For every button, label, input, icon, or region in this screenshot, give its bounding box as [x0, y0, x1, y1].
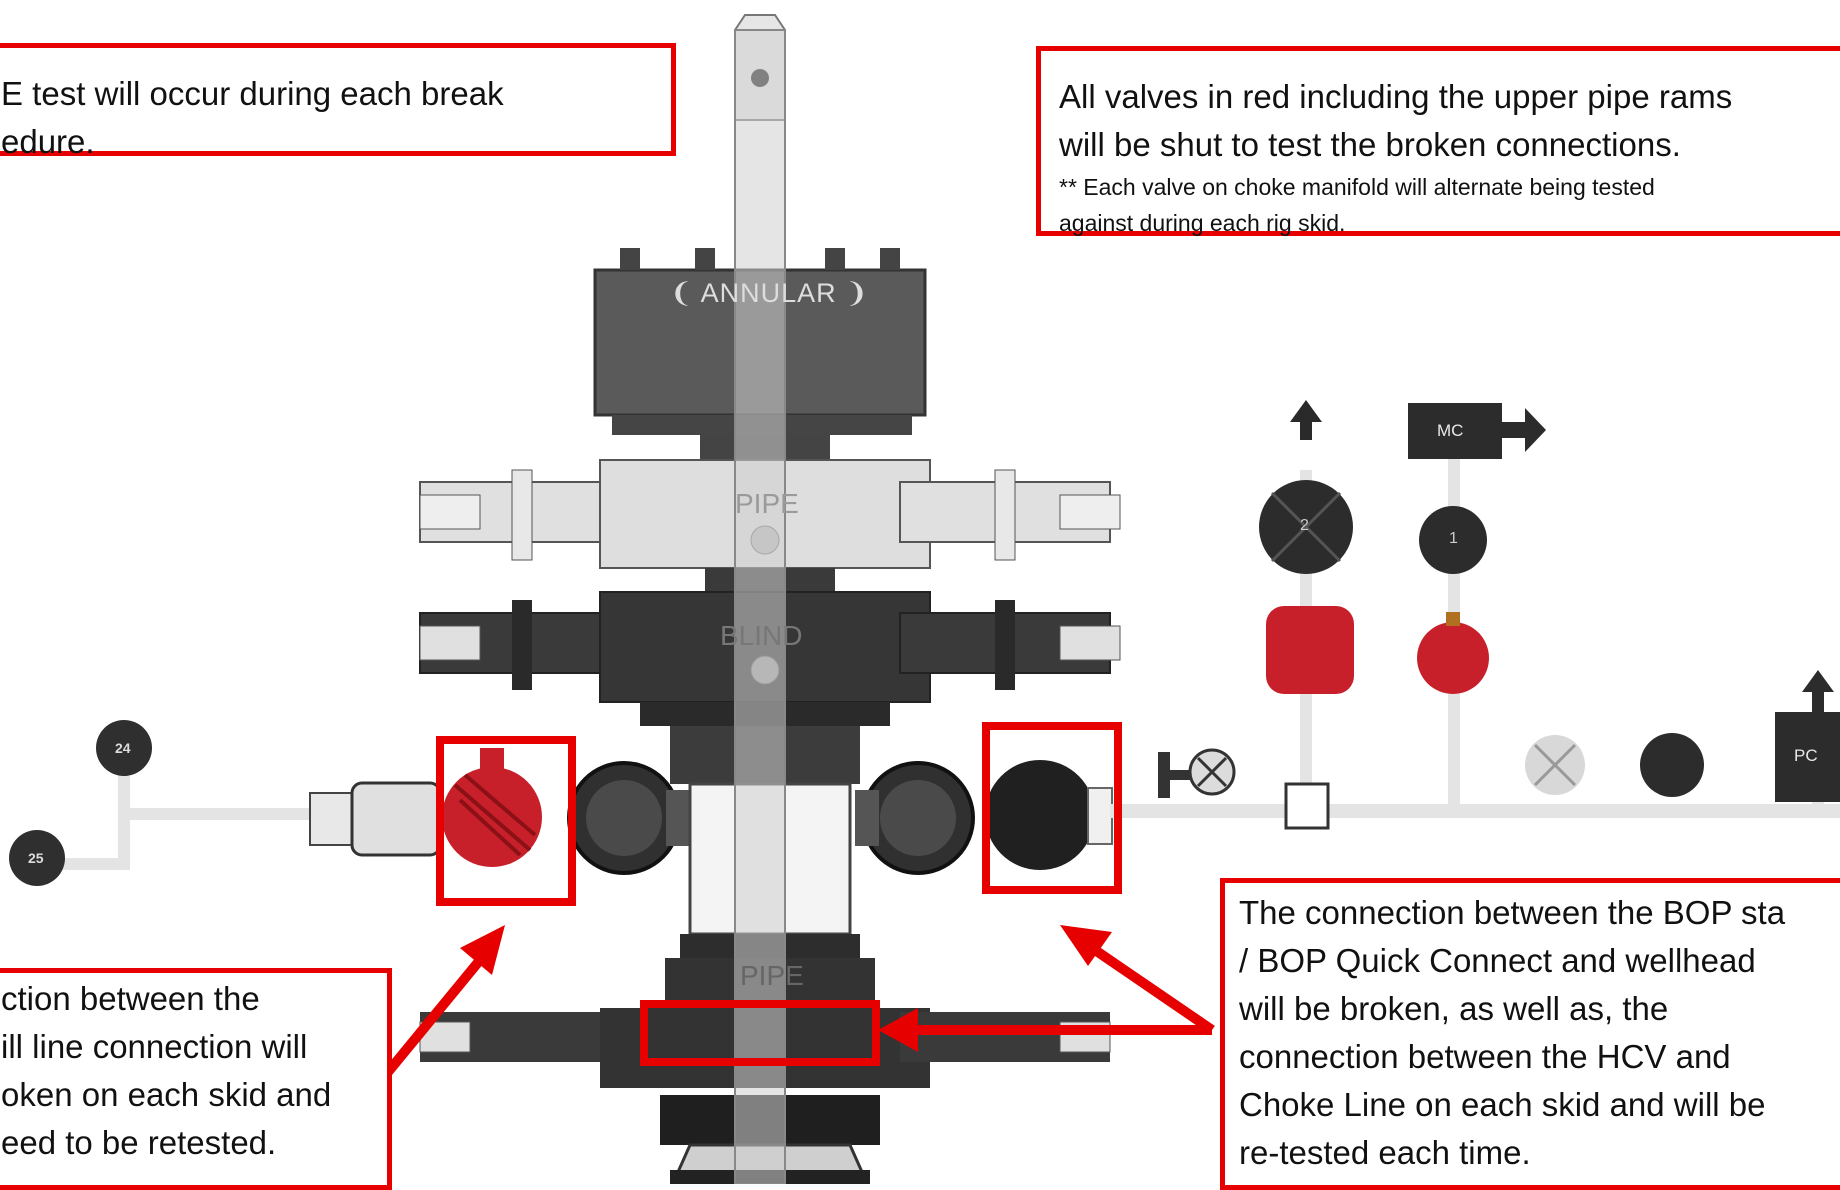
right-side-outlet-hub — [880, 780, 956, 856]
callout-bottom-right-line6: re-tested each time. — [1239, 1134, 1531, 1171]
quick-connect-highlight — [640, 1000, 880, 1066]
valve-25-icon — [9, 830, 65, 886]
kill-line-union — [309, 792, 353, 846]
left-side-outlet-hub — [586, 780, 662, 856]
callout-top-left-line2: edure. — [1, 123, 95, 160]
kill-line-valve-highlight — [436, 736, 576, 906]
choke-closed-valve-1 — [1417, 622, 1489, 694]
pc-up-arrow-icon — [1802, 670, 1834, 712]
callout-bottom-right-line4: connection between the HCV and — [1239, 1038, 1731, 1075]
wellbore — [734, 29, 786, 1184]
hcv-valve-highlight — [982, 722, 1122, 894]
callout-top-right-line1: All valves in red including the upper pi… — [1059, 78, 1733, 115]
upper-pipe-label: PIPE — [735, 488, 799, 519]
pc-label: PC — [1794, 746, 1818, 765]
callout-bottom-left-line3: oken on each skid and — [1, 1076, 332, 1113]
callout-arrows — [384, 925, 1215, 1076]
annular-label-text: ANNULAR — [700, 278, 837, 308]
callout-bottom-left: ction between the ill line connection wi… — [0, 968, 392, 1190]
choke-dark-valve — [1640, 733, 1704, 797]
callout-top-right: All valves in red including the upper pi… — [1036, 46, 1840, 236]
mc-label: MC — [1437, 421, 1464, 440]
kill-line-closed-valve — [442, 748, 542, 867]
callout-bottom-left-line4: eed to be retested. — [1, 1124, 277, 1161]
lower-pipe-rams — [419, 1008, 1111, 1088]
callout-top-right-note1: ** Each valve on choke manifold will alt… — [1059, 174, 1655, 200]
mc-box — [1408, 403, 1502, 459]
valve-24-label: 24 — [115, 740, 131, 756]
annular-label-right-bracket: ❩ — [836, 278, 869, 308]
kill-line-check-valve — [350, 781, 442, 857]
right-outlet-flange — [855, 790, 879, 846]
callout-top-right-note2: against during each rig skid. — [1059, 210, 1346, 236]
hcv-union — [1087, 787, 1113, 845]
callout-bottom-right-line3: will be broken, as well as, the — [1239, 990, 1669, 1027]
valve-1-label: 1 — [1449, 530, 1458, 547]
right-arrow-icon — [1502, 408, 1546, 452]
callout-bottom-right-line2: / BOP Quick Connect and wellhead — [1239, 942, 1756, 979]
pc-box — [1775, 712, 1840, 802]
choke-closed-valve-2 — [1266, 606, 1354, 694]
callout-top-right-line2: will be shut to test the broken connecti… — [1059, 126, 1681, 163]
choke-line — [1110, 804, 1840, 818]
up-arrow-icon — [1290, 400, 1322, 440]
annular-label-left-bracket: ❨ — [670, 278, 701, 308]
valve-25-label: 25 — [28, 850, 44, 866]
lower-pipe-label: PIPE — [740, 960, 804, 991]
callout-bottom-left-line1: ction between the — [1, 980, 260, 1017]
callout-top-left: E test will occur during each break edur… — [0, 43, 676, 160]
valve-2-label: 2 — [1300, 517, 1309, 534]
hcv-valve-icon — [985, 760, 1095, 870]
choke-cross-fitting — [1284, 782, 1330, 830]
choke-manual-valve — [1158, 748, 1236, 798]
valve-24-icon — [96, 720, 152, 776]
annular-label: ❨ ANNULAR ❩ — [670, 278, 869, 309]
valve-1-icon — [1419, 506, 1487, 574]
callout-bottom-right: The connection between the BOP sta / BOP… — [1220, 878, 1840, 1190]
callout-top-left-line1: E test will occur during each break — [1, 75, 504, 112]
callout-bottom-left-line2: ill line connection will — [1, 1028, 308, 1065]
callout-bottom-right-line1: The connection between the BOP sta — [1239, 894, 1786, 931]
blind-label: BLIND — [720, 620, 803, 651]
left-outlet-flange — [666, 790, 690, 846]
callout-bottom-right-line5: Choke Line on each skid and will be — [1239, 1086, 1766, 1123]
